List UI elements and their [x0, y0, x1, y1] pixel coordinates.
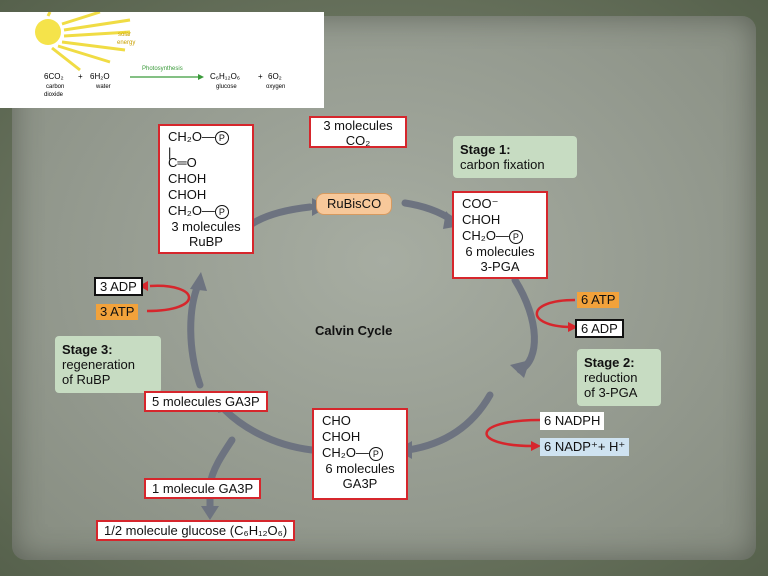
- phosphate-icon: P: [214, 130, 229, 145]
- pga-line2: CHOH: [462, 212, 501, 227]
- stage2-title: Stage 2:: [584, 355, 635, 370]
- solar-label: solar: [118, 32, 132, 38]
- nadp-label: 6 NADP⁺+ H⁺: [540, 438, 630, 456]
- stage2-label: Stage 2: reduction of 3-PGA: [577, 349, 661, 406]
- stage3-line2: of RuBP: [62, 372, 111, 387]
- stage1-label: Stage 1: carbon fixation: [453, 136, 577, 178]
- stage1-title: Stage 1:: [460, 142, 511, 157]
- pga-box: COO⁻ CHOH CH₂O—P 6 molecules 3-PGA: [452, 191, 548, 279]
- phosphate-icon: P: [368, 446, 383, 461]
- caption-carbon: carbon: [46, 84, 65, 90]
- equation-plus-1: +: [78, 72, 83, 81]
- co2-box: 3 molecules CO₂: [309, 116, 407, 148]
- glucose-box: 1/2 molecule glucose (C₆H₁₂O₆): [96, 520, 296, 541]
- stage2-line2: of 3-PGA: [584, 385, 638, 400]
- rubp-line4: CHOH: [168, 187, 207, 202]
- energy-label: energy: [117, 40, 136, 46]
- equation-arrow-label: Photosynthesis: [142, 66, 183, 72]
- equation-plus-2: +: [258, 72, 263, 81]
- stage3-title: Stage 3:: [62, 342, 113, 357]
- ga3p-box: CHO CHOH CH₂O—P 6 molecules GA3P: [312, 408, 408, 500]
- rubp-name1: 3 molecules: [171, 219, 241, 234]
- rubp-line2: C═O: [168, 155, 197, 170]
- cycle-title: Calvin Cycle: [315, 323, 393, 338]
- pga-name2: 3-PGA: [480, 259, 520, 274]
- equation-reactant-water: 6H₂O: [90, 72, 110, 81]
- ga3p5-box: 5 molecules GA3P: [144, 391, 268, 412]
- ga3p-line1: CHO: [322, 413, 351, 428]
- rubisco-enzyme: RuBisCO: [316, 193, 393, 215]
- caption-oxygen: oxygen: [266, 84, 286, 90]
- adp3-label: 3 ADP: [94, 277, 143, 296]
- stage1-text: carbon fixation: [460, 157, 545, 172]
- phosphate-icon: P: [214, 204, 229, 219]
- rubp-line3: CHOH: [168, 171, 207, 186]
- stage3-label: Stage 3: regeneration of RuBP: [55, 336, 161, 393]
- equation-product-oxygen: 6O₂: [268, 72, 282, 81]
- stage2-line1: reduction: [584, 370, 638, 385]
- ga3p-line3: CH₂O—: [322, 445, 369, 460]
- pga-line3: CH₂O—: [462, 228, 509, 243]
- rubp-line1: CH₂O—: [168, 129, 215, 144]
- pga-line1: COO⁻: [462, 196, 499, 211]
- equation-product-glucose: C₆H₁₂O₆: [210, 72, 241, 81]
- caption-dioxide: dioxide: [44, 92, 64, 98]
- ga3p-line2: CHOH: [322, 429, 361, 444]
- ga3p-name1: 6 molecules: [325, 461, 395, 476]
- caption-glucose: glucose: [216, 84, 237, 90]
- adp6-label: 6 ADP: [575, 319, 624, 338]
- rubp-line5: CH₂O—: [168, 203, 215, 218]
- atp6-label: 6 ATP: [577, 292, 620, 308]
- atp3-label: 3 ATP: [96, 304, 139, 320]
- phosphate-icon: P: [508, 229, 523, 244]
- sun-icon: [35, 12, 204, 80]
- caption-water: water: [96, 84, 111, 90]
- nadph-label: 6 NADPH: [540, 412, 605, 430]
- photosynthesis-inset: solar energy 6CO₂ + 6H₂O Photosynthesis …: [0, 12, 324, 108]
- ga3p-name2: GA3P: [342, 476, 378, 491]
- ga3p1-box: 1 molecule GA3P: [144, 478, 262, 499]
- rubp-box: CH₂O—P | C═O CHOH CHOH CH₂O—P 3 molecule…: [158, 124, 254, 254]
- co2-line2: CO₂: [345, 133, 371, 148]
- co2-line1: 3 molecules: [323, 118, 393, 133]
- pga-name1: 6 molecules: [465, 244, 535, 259]
- rubp-name2: RuBP: [189, 234, 223, 249]
- stage3-line1: regeneration: [62, 357, 135, 372]
- equation-reactant-co2: 6CO₂: [44, 72, 64, 81]
